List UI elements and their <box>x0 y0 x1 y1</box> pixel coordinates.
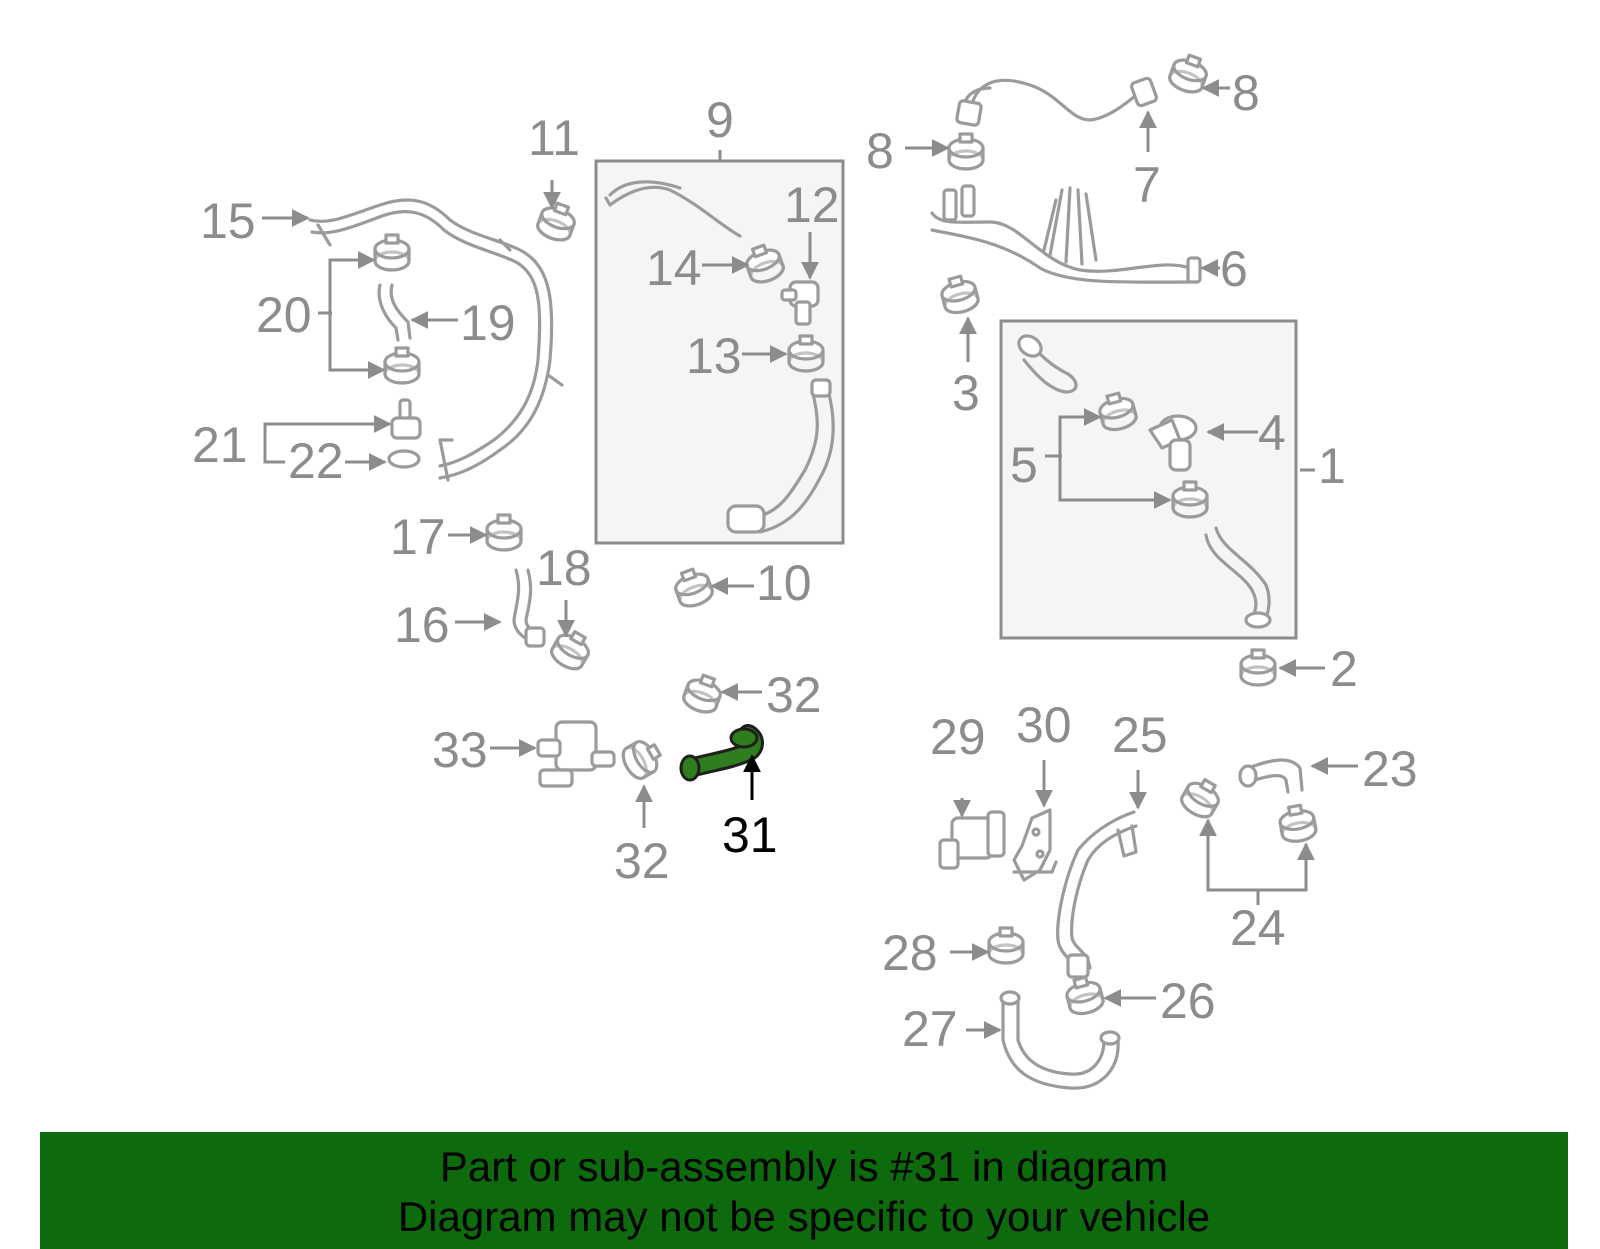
pipe-part-25 <box>1056 810 1138 979</box>
callout-11: 11 <box>528 110 580 166</box>
callout-20: 20 <box>256 287 312 343</box>
hose-part-27 <box>999 990 1121 1090</box>
callout-13: 13 <box>686 328 742 384</box>
callout-30: 30 <box>1016 697 1072 753</box>
callout-5: 5 <box>1010 437 1038 493</box>
hose-part-1-upper <box>1017 334 1078 394</box>
callout-32-bottom: 32 <box>614 833 670 889</box>
callout-31: 31 <box>722 807 778 863</box>
hose-part-16 <box>512 568 546 648</box>
callout-32-right: 32 <box>766 667 822 723</box>
callout-25: 25 <box>1112 707 1168 763</box>
clamp-part-24-right <box>1276 801 1319 846</box>
leader-lines <box>262 79 1358 1039</box>
callout-23: 23 <box>1362 741 1418 797</box>
callout-17: 17 <box>390 509 446 565</box>
oring-part-22 <box>387 449 421 469</box>
clamp-part-18 <box>546 624 597 676</box>
callout-14: 14 <box>646 240 702 296</box>
callout-3: 3 <box>952 365 980 421</box>
clamp-part-17 <box>485 513 523 552</box>
hose-part-6 <box>930 184 1202 284</box>
callout-1: 1 <box>1318 438 1346 494</box>
hose-part-19 <box>377 283 412 342</box>
connector-part-12 <box>780 280 820 326</box>
callout-10: 10 <box>756 555 812 611</box>
clamp-part-11 <box>533 197 581 246</box>
valve-part-33 <box>536 720 616 788</box>
callout-15: 15 <box>200 193 256 249</box>
clamp-part-8-left <box>947 132 985 171</box>
parts-diagram: 1 2 3 4 5 6 7 8 8 9 10 11 12 13 14 15 16… <box>192 49 1418 1090</box>
clamp-part-20-top <box>373 233 411 272</box>
banner-disclaimer-text: Diagram may not be specific to your vehi… <box>397 1193 1211 1240</box>
hose-part-7 <box>955 76 1158 127</box>
hose-part-1-lower <box>1204 526 1272 629</box>
callout-16: 16 <box>394 597 450 653</box>
banner-part-text: Part or sub-assembly is #31 in diagram <box>439 1143 1169 1190</box>
callout-6: 6 <box>1220 241 1248 297</box>
clamp-part-28 <box>987 926 1025 965</box>
callout-18: 18 <box>536 540 592 596</box>
connector-part-4 <box>1148 414 1198 472</box>
callout-26: 26 <box>1160 973 1216 1029</box>
callout-12: 12 <box>784 177 840 233</box>
part-info-banner: Part or sub-assembly is #31 in diagram D… <box>40 1132 1568 1249</box>
hose-part-9-lower <box>726 378 835 534</box>
clamp-part-2 <box>1239 648 1277 687</box>
callout-9: 9 <box>706 92 734 148</box>
callout-33: 33 <box>432 722 488 778</box>
callout-24: 24 <box>1230 900 1286 956</box>
callout-21: 21 <box>192 417 248 473</box>
valve-part-29 <box>938 810 1006 870</box>
clamp-part-32-left <box>616 733 668 784</box>
hose-part-31-highlighted <box>679 724 764 782</box>
fitting-part-21 <box>390 398 422 440</box>
callout-7: 7 <box>1133 157 1161 213</box>
callout-8-left: 8 <box>866 123 894 179</box>
callout-labels: 1 2 3 4 5 6 7 8 8 9 10 11 12 13 14 15 16… <box>192 65 1418 1057</box>
callout-28: 28 <box>882 925 938 981</box>
clamp-part-24-left <box>1176 772 1227 824</box>
clamp-part-26 <box>1061 972 1107 1019</box>
callout-27: 27 <box>902 1001 958 1057</box>
clamp-part-20-bottom <box>383 346 421 385</box>
clamp-part-32-top <box>679 669 727 718</box>
clamp-part-10 <box>669 563 717 612</box>
hose-part-9 <box>604 180 742 238</box>
callout-8-right: 8 <box>1232 65 1260 121</box>
hose-part-23 <box>1238 758 1304 794</box>
callout-22: 22 <box>288 433 344 489</box>
callout-2: 2 <box>1330 641 1358 697</box>
bracket-part-30 <box>1012 808 1058 882</box>
callout-19: 19 <box>460 295 516 351</box>
pipe-part-15 <box>308 198 564 482</box>
callout-29: 29 <box>930 709 986 765</box>
callout-4: 4 <box>1258 405 1286 461</box>
clamp-part-3 <box>936 271 982 318</box>
